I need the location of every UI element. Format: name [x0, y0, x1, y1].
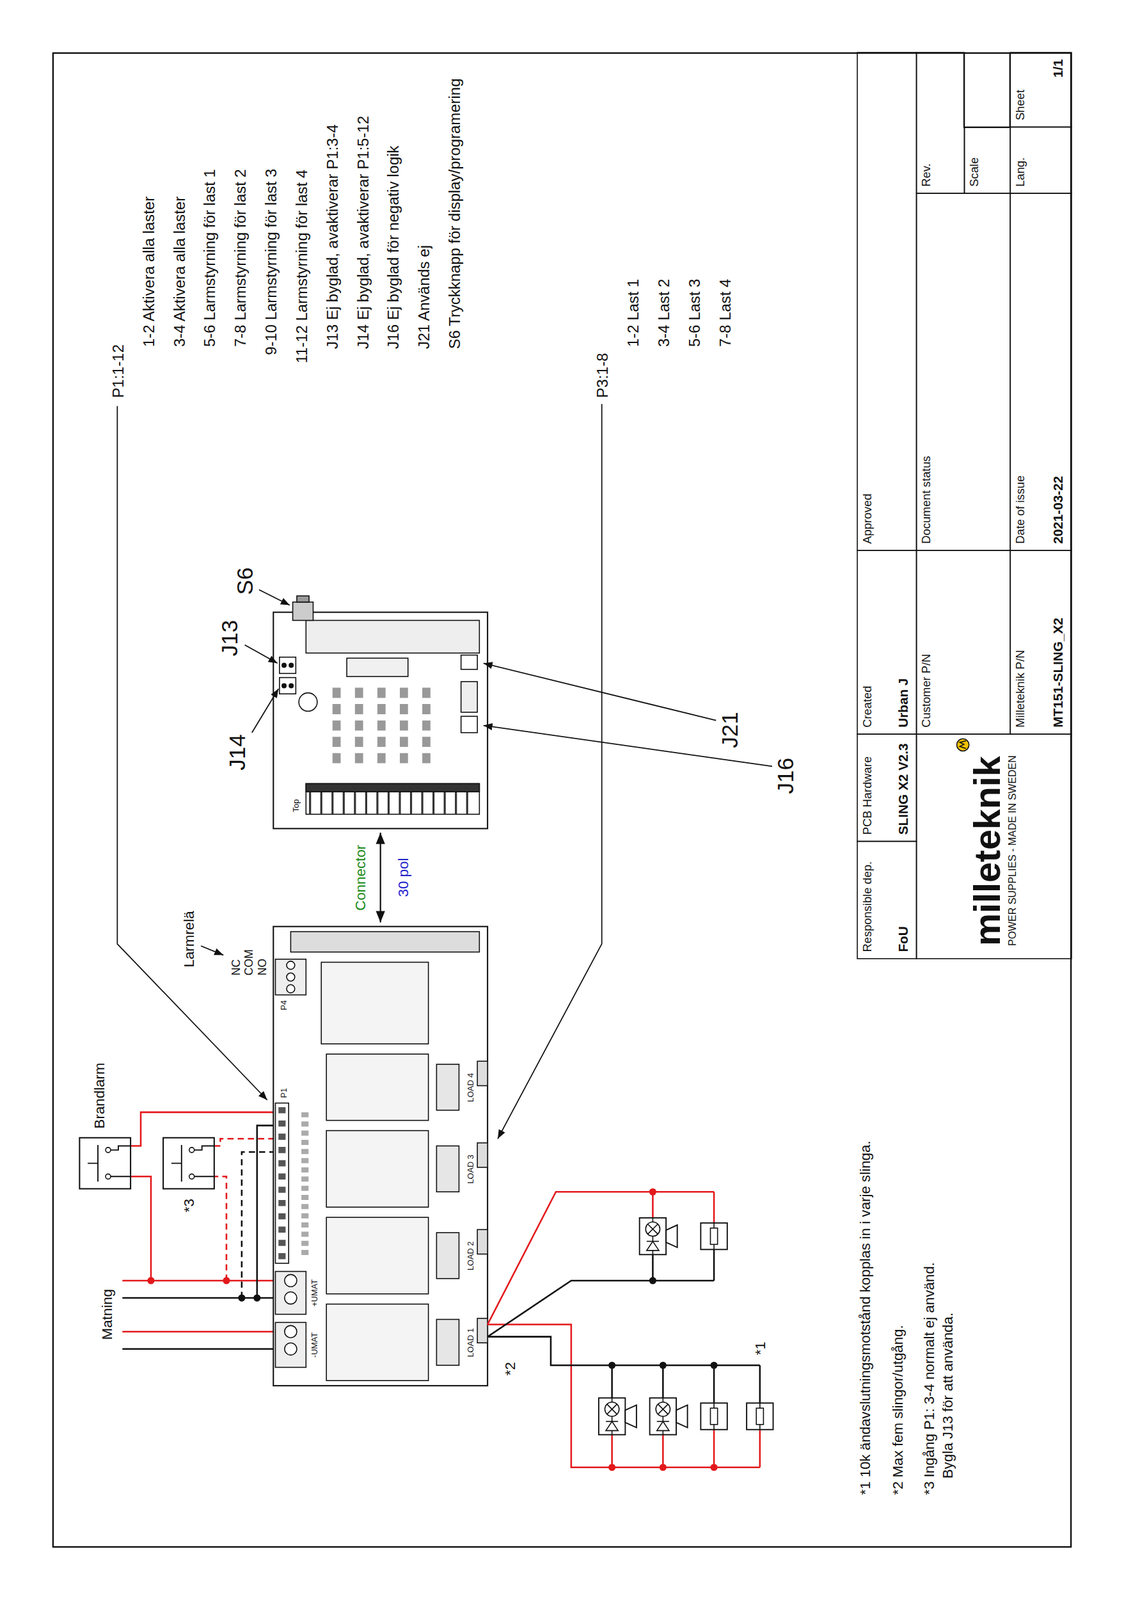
relay-label: Larmrelä: [180, 910, 198, 967]
fire-alarm-contact: [79, 1137, 131, 1189]
connector-label: Connector: [351, 844, 369, 911]
title-cell: Approved: [856, 51, 917, 551]
loop-devices: [598, 1217, 774, 1435]
pin-function: 11-12 Larmstyrning för last 4: [292, 169, 311, 364]
silkscreen-label: LOAD 3: [465, 1154, 476, 1183]
silkscreen-label: P1: [278, 1087, 289, 1098]
jumper-note: J14 Ej byglad, avaktiverar P1:5-12: [353, 115, 372, 349]
title-cell: Scale: [964, 126, 1011, 194]
leader-line: [117, 403, 773, 1139]
junction-dot: [608, 1187, 718, 1471]
cell-heading: Rev.: [919, 163, 934, 187]
cell-heading: PCB Hardware: [861, 756, 875, 835]
logo-cell: milleteknikPOWER SUPPLIES - MADE IN SWED…: [916, 733, 1073, 959]
jumper-note: J21 Används ej: [414, 245, 433, 349]
callout-name: J21: [716, 711, 743, 748]
silkscreen-label: +UMAT: [309, 1278, 320, 1307]
button-note: S6 Tryckknapp för display/programering: [445, 78, 464, 350]
output-function: 5-6 Last 3: [685, 278, 704, 347]
input-label: Brandlarm: [90, 1061, 108, 1128]
pin-range-heading: P1:1-12: [108, 344, 127, 398]
cell-value: 1/1: [1051, 58, 1068, 78]
footnote-mark: *2: [501, 1361, 519, 1375]
connector-pins: 30 pol: [394, 857, 412, 897]
output-function: 7-8 Last 4: [715, 278, 734, 347]
display-board: [273, 595, 488, 829]
cell-heading: Customer P/N: [919, 653, 934, 728]
cell-value: MT151-SLING_X2: [1051, 617, 1068, 728]
jumper-note: J16 Ej byglad för negativ logik: [383, 145, 402, 350]
title-cell: Sheet 1/1: [1009, 51, 1072, 128]
empty-cell: [964, 53, 1011, 128]
silkscreen-label: LOAD 1: [465, 1327, 476, 1357]
supply-wiring: [122, 1111, 276, 1349]
title-cell: Responsible dep. FoU: [856, 840, 917, 959]
cell-value: FoU: [896, 925, 913, 952]
pin-function: 7-8 Larmstyrning för last 2: [230, 168, 249, 347]
pin-range-heading: P3:1-8: [593, 352, 611, 398]
footnote: *2 Max fem slingor/utgång.: [889, 1324, 906, 1495]
footnote-mark: *3: [180, 1198, 198, 1212]
junction-dot: [147, 1276, 261, 1301]
footnote: Bygla J13 för att använda.: [939, 1312, 956, 1478]
jumper-note: J13 Ej byglad, avaktiverar P1:3-4: [323, 124, 341, 349]
pin-function: 1-2 Aktivera alla laster: [139, 196, 158, 347]
cell-heading: Lang.: [1013, 157, 1028, 187]
cell-heading: Created: [861, 685, 875, 728]
terminal-label: NO: [255, 958, 269, 975]
cell-heading: Approved: [861, 493, 875, 544]
cell-heading: Scale: [967, 157, 982, 187]
title-cell: Date of issue 2021-03-22: [1009, 192, 1072, 551]
title-cell: Rev.: [916, 51, 966, 194]
terminal-label: NC: [229, 958, 242, 975]
title-cell: Lang.: [1009, 126, 1072, 194]
optional-alarm-contact: [163, 1137, 215, 1189]
cell-heading: Responsible dep.: [861, 861, 875, 952]
cell-heading: Date of issue: [1013, 475, 1028, 544]
sheet-frame: [53, 53, 1071, 1547]
company-logo: milleteknik: [968, 755, 1007, 946]
footnote-mark: *1: [751, 1340, 769, 1355]
callout-name: S6: [232, 567, 258, 595]
logo-mark: [957, 738, 970, 751]
pin-function: 5-6 Larmstyrning för last 1: [200, 168, 219, 347]
cell-heading: Sheet: [1013, 89, 1028, 121]
cell-heading: Milleteknik P/N: [1013, 649, 1028, 728]
title-cell: Created Urban J: [856, 549, 917, 735]
loop-wiring: [487, 1191, 760, 1467]
callout-name: J13: [216, 619, 243, 657]
cell-value: SLING X2 V2.3: [896, 742, 913, 835]
cell-value: Urban J: [896, 678, 913, 728]
title-cell: Document status: [916, 192, 1011, 551]
company-tagline: POWER SUPPLIES - MADE IN SWEDEN: [1006, 754, 1019, 946]
title-cell: Customer P/N: [916, 549, 1011, 735]
silkscreen-label: -UMAT: [309, 1331, 320, 1357]
footnote: *3 Ingång P1: 3-4 normalt ej använd.: [921, 1261, 938, 1495]
title-cell: Milleteknik P/N MT151-SLING_X2: [1009, 549, 1072, 735]
callout-name: J16: [772, 757, 799, 794]
silkscreen-label: LOAD 4: [465, 1072, 476, 1102]
pin-function: 3-4 Aktivera alla laster: [169, 196, 188, 347]
title-cell: PCB Hardware SLING X2 V2.3: [856, 733, 917, 842]
cell-value: 2021-03-22: [1051, 475, 1068, 544]
silkscreen-label: P4: [278, 999, 289, 1011]
relay-board: [273, 926, 488, 1386]
output-function: 1-2 Last 1: [623, 278, 642, 347]
silkscreen-label: LOAD 2: [465, 1241, 476, 1270]
silkscreen-label: Top: [291, 799, 301, 813]
output-function: 3-4 Last 2: [654, 278, 673, 347]
callout-name: J14: [223, 733, 250, 771]
supply-label: Matning: [99, 1288, 116, 1339]
pin-function: 9-10 Larmstyrning för last 3: [261, 168, 280, 356]
cell-heading: Document status: [919, 455, 934, 544]
terminal-label: COM: [242, 948, 256, 975]
footnote: *1 10k ändavslutningsmotstånd kopplas in…: [856, 1139, 874, 1494]
